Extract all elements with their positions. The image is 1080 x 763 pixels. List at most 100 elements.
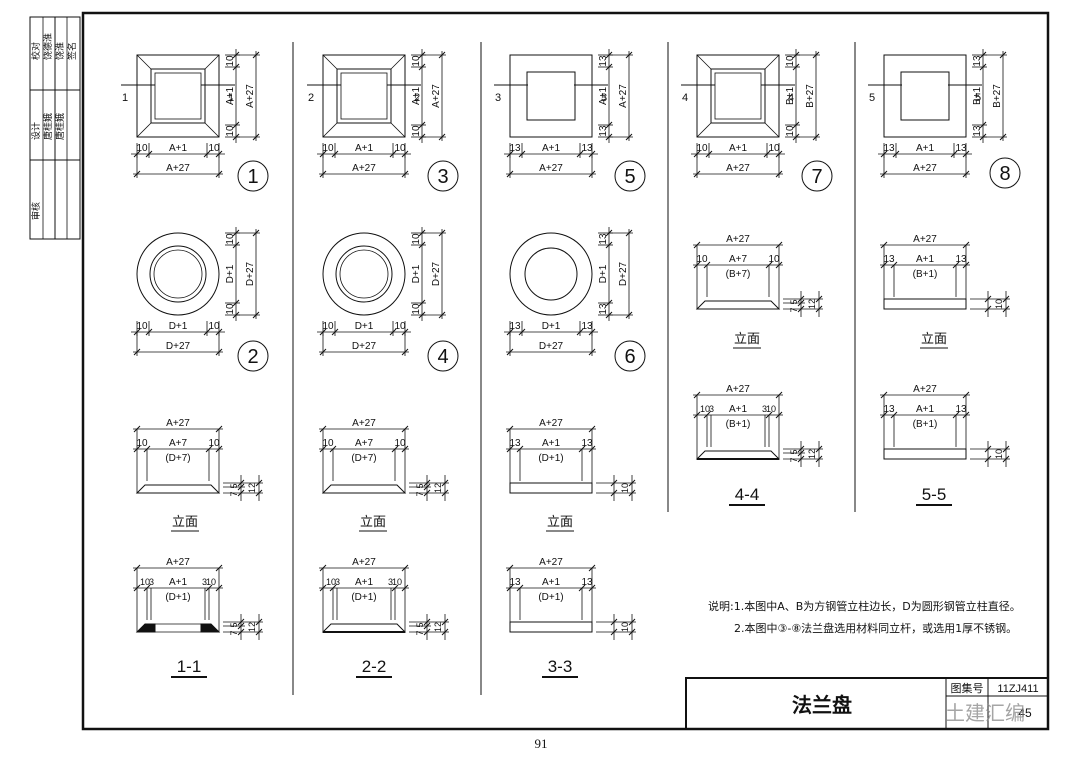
- drawing-line: [999, 51, 1007, 59]
- drawing-line: [962, 150, 970, 158]
- section-cut-label: 2: [414, 92, 420, 104]
- dimension-label: B+1: [785, 87, 796, 106]
- drawing-line: [401, 425, 409, 433]
- drawing-line: [890, 411, 898, 419]
- dimension-label: 10: [225, 233, 236, 245]
- drawing-line: [815, 305, 823, 313]
- drawing-line: [143, 445, 151, 453]
- drawing-line: [203, 328, 211, 336]
- dimension-label: (D+1): [351, 592, 376, 603]
- dimension-label: 10: [411, 125, 422, 137]
- drawing-line: [705, 150, 713, 158]
- drawing-line: [401, 584, 409, 592]
- drawing-line: [576, 328, 584, 336]
- dimension-label: 13: [598, 303, 609, 315]
- dimension-label: (D+1): [538, 453, 563, 464]
- drawing-line: [588, 564, 596, 572]
- drawing-line: [605, 299, 613, 307]
- dimension-label: 5: [789, 299, 799, 304]
- elevation-label: 立面: [172, 514, 198, 529]
- dimension-label: A+1: [542, 143, 561, 154]
- flange-profile: [509, 621, 593, 633]
- sheet-frame: [81, 11, 1050, 731]
- dimension-label: (B+1): [726, 419, 751, 430]
- dimension-label: 10: [392, 577, 402, 587]
- sidebar-label: 设计: [30, 122, 42, 140]
- drawing-line: [1002, 305, 1010, 313]
- dimension-label: D+1: [169, 321, 188, 332]
- drawing-line: [605, 51, 613, 59]
- drawing-line: [401, 348, 409, 356]
- drawing-line: [588, 328, 596, 336]
- elevation-label: 立面: [921, 331, 947, 346]
- drawing-line: [797, 455, 805, 463]
- dimension-label: A+27: [245, 84, 256, 108]
- drawing-line: [418, 63, 426, 71]
- drawing-line: [610, 628, 618, 636]
- dimension-label: 10: [696, 254, 708, 265]
- drawing-line: [204, 122, 220, 138]
- drawing-line: [391, 584, 399, 592]
- drawing-line: [319, 328, 327, 336]
- section-cut-label: 1: [228, 92, 234, 104]
- detail-mark-number: 4: [437, 346, 448, 368]
- drawing-line: [418, 133, 426, 141]
- drawing-line: [322, 122, 338, 138]
- dimension-label: 10: [768, 143, 780, 154]
- tube-opening: [150, 68, 206, 124]
- dimension-label: D+1: [225, 264, 236, 283]
- dimension-label: 10: [206, 577, 216, 587]
- drawing-line: [506, 150, 514, 158]
- dimension-label: 10: [620, 622, 630, 632]
- drawing-line: [232, 51, 240, 59]
- drawing-line: [215, 170, 223, 178]
- dimension-label: A+1: [729, 143, 748, 154]
- dimension-label: 12: [247, 622, 257, 632]
- sheet-number: 45: [1018, 706, 1032, 720]
- drawing-line: [237, 489, 245, 497]
- section-title: 2-2: [362, 657, 387, 676]
- drawing-line: [506, 348, 514, 356]
- drawing-line: [999, 133, 1007, 141]
- drawing-line: [588, 445, 596, 453]
- dimension-label: A+27: [166, 557, 190, 568]
- drawing-line: [693, 411, 701, 419]
- drawing-line: [215, 328, 223, 336]
- detail-mark-number: 1: [247, 166, 258, 188]
- section-cut-label: 3: [495, 92, 501, 104]
- detail-mark-circle: [614, 160, 646, 192]
- drawing-line: [797, 445, 805, 453]
- drawing-line: [775, 261, 783, 269]
- dimension-label: 13: [598, 233, 609, 245]
- dimension-label: A+7: [355, 438, 374, 449]
- section-cut-label: 3: [601, 92, 607, 104]
- flange-outline: [322, 54, 406, 138]
- elevation-label: 立面: [734, 331, 760, 346]
- dimension-label: 13: [955, 404, 967, 415]
- detail-mark-number: 6: [624, 346, 635, 368]
- dimension-label: 5: [415, 483, 425, 488]
- drawing-line: [506, 584, 514, 592]
- flange-profile: [883, 298, 967, 310]
- flange-outline: [883, 54, 967, 138]
- detail-mark-circle: [427, 160, 459, 192]
- dimension-label: 7: [229, 630, 239, 635]
- drawing-line: [441, 489, 449, 497]
- dimension-label: 10: [411, 233, 422, 245]
- drawing-line: [984, 455, 992, 463]
- drawing-line: [205, 584, 213, 592]
- drawing-line: [962, 411, 970, 419]
- drawing-line: [625, 51, 633, 59]
- dimension-label: 7: [415, 630, 425, 635]
- drawing-line: [610, 489, 618, 497]
- drawing-line: [331, 150, 339, 158]
- drawing-line: [441, 618, 449, 626]
- drawing-line: [401, 150, 409, 158]
- drawing-line: [628, 618, 636, 626]
- dimension-label: 13: [598, 55, 609, 67]
